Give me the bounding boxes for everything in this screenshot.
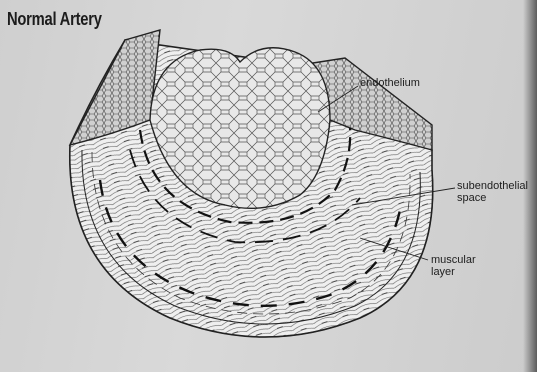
label-subendothelial-line2: space xyxy=(457,192,527,204)
label-muscular-line2: layer xyxy=(431,266,491,278)
label-endothelium: endothelium xyxy=(360,77,420,89)
label-muscular-line1: muscular xyxy=(431,254,491,266)
label-muscular-layer: muscular layer xyxy=(431,254,491,278)
label-subendothelial-space: subendothelial space xyxy=(457,180,527,204)
label-subendothelial-line1: subendothelial xyxy=(457,180,527,192)
